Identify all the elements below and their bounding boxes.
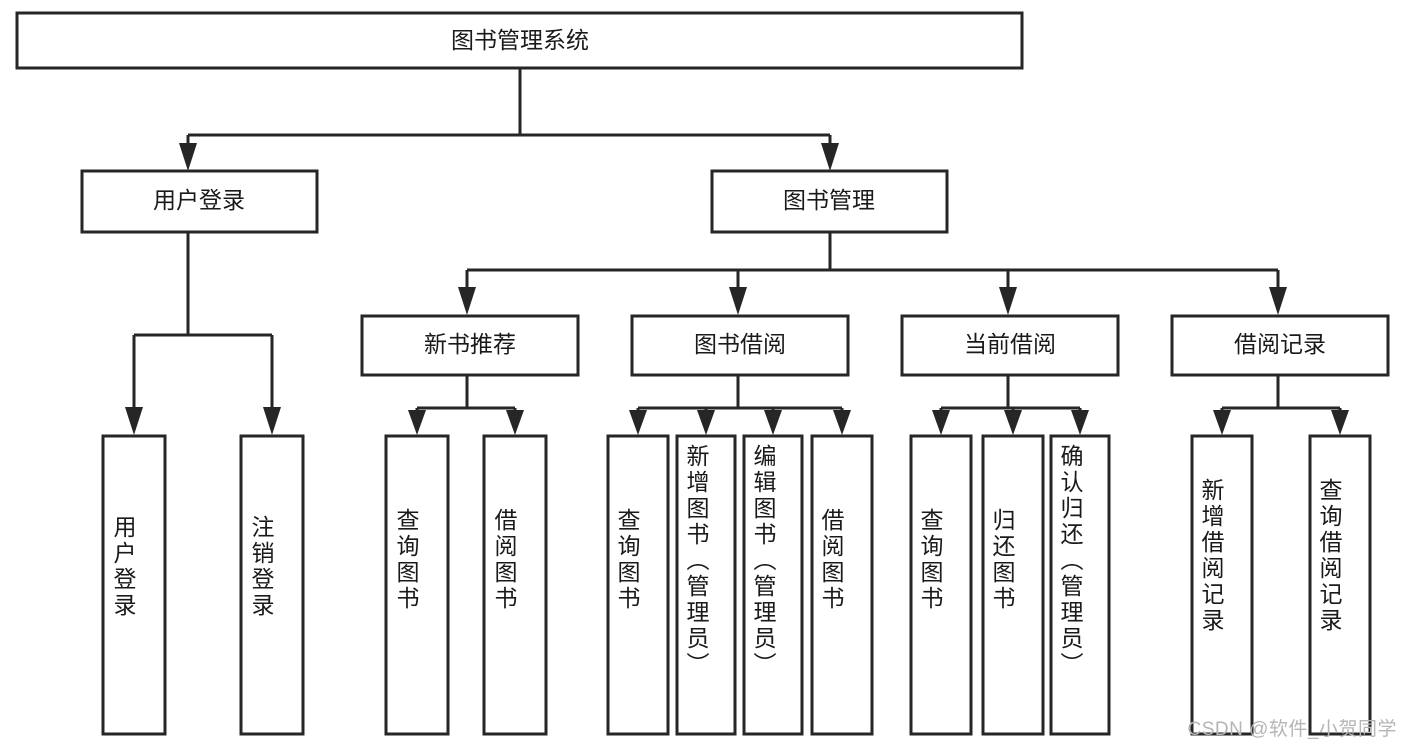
arrow-head-leaf-return-book <box>1004 410 1022 435</box>
node-box-leaf-query-borrow-record[interactable] <box>1308 434 1372 736</box>
arrow-head-leaf-user-logout <box>263 407 281 435</box>
node-label-book-management: 图书管理 <box>783 187 875 213</box>
arrow-head-leaf-user-login <box>125 407 143 435</box>
arrow-head-leaf-query-book-1 <box>408 410 426 435</box>
arrow-head-book-borrow <box>729 287 747 315</box>
node-box-leaf-add-borrow-record[interactable] <box>1190 434 1254 736</box>
connector-group-current-borrow <box>932 375 1089 435</box>
node-label-current-borrow: 当前借阅 <box>964 331 1056 357</box>
arrow-head-leaf-borrow-book-2 <box>833 410 851 435</box>
arrow-head-leaf-borrow-book-1 <box>506 410 524 435</box>
node-box-leaf-return-book[interactable] <box>981 434 1045 736</box>
node-box-book-borrow[interactable] <box>630 314 850 377</box>
connector-group-new-book-recommend <box>408 375 524 435</box>
arrow-head-leaf-add-borrow-record <box>1213 410 1231 435</box>
node-box-leaf-edit-book-admin[interactable] <box>742 434 804 736</box>
node-box-user-login[interactable] <box>80 169 319 234</box>
node-box-leaf-user-logout[interactable] <box>239 434 305 736</box>
node-box-leaf-user-login[interactable] <box>101 434 167 736</box>
node-box-leaf-query-book-2[interactable] <box>606 434 670 736</box>
arrow-head-borrow-record <box>1269 287 1287 315</box>
node-box-leaf-query-book-1[interactable] <box>384 434 450 736</box>
node-box-book-management[interactable] <box>710 169 949 234</box>
arrow-head-current-borrow <box>999 287 1017 315</box>
connector-group-root <box>179 68 839 171</box>
arrow-head-new-book-recommend <box>458 287 476 315</box>
node-box-leaf-borrow-book-1[interactable] <box>482 434 548 736</box>
csdn-watermark: CSDN @软件_小贺同学 <box>1187 719 1397 740</box>
connector-group-book-management <box>458 232 1287 315</box>
node-label-new-book-recommend: 新书推荐 <box>424 331 516 357</box>
node-label-book-borrow: 图书借阅 <box>694 331 786 357</box>
arrow-head-leaf-query-book-3 <box>932 410 950 435</box>
arrow-head-book-management <box>821 143 839 171</box>
node-box-leaf-confirm-return-admin[interactable] <box>1049 434 1111 736</box>
arrow-head-leaf-query-book-2 <box>629 410 647 435</box>
arrow-head-leaf-confirm-return-admin <box>1071 410 1089 435</box>
arrow-head-leaf-query-borrow-record <box>1331 410 1349 435</box>
arrow-head-leaf-add-book-admin <box>697 410 715 435</box>
node-label-root: 图书管理系统 <box>451 27 589 53</box>
connector-group-borrow-record <box>1213 375 1349 435</box>
node-label-user-login: 用户登录 <box>153 187 245 213</box>
connector-group-user-login <box>125 232 281 435</box>
node-box-leaf-add-book-admin[interactable] <box>675 434 737 736</box>
arrow-head-user-login <box>179 143 197 171</box>
node-box-borrow-record[interactable] <box>1170 314 1390 377</box>
node-label-borrow-record: 借阅记录 <box>1234 331 1326 357</box>
arrow-head-leaf-edit-book-admin <box>764 410 782 435</box>
node-box-new-book-recommend[interactable] <box>360 314 580 377</box>
connector-group-book-borrow <box>629 375 851 435</box>
node-box-current-borrow[interactable] <box>900 314 1120 377</box>
node-box-root[interactable] <box>15 11 1024 70</box>
node-box-leaf-query-book-3[interactable] <box>909 434 973 736</box>
node-box-leaf-borrow-book-2[interactable] <box>810 434 874 736</box>
